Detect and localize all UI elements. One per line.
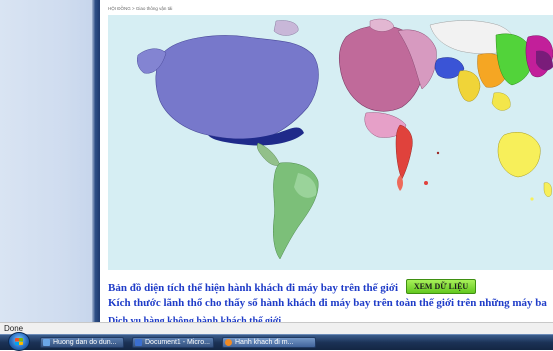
windows-taskbar: Huong dan do dun... Document1 - Micro...… — [0, 332, 553, 351]
content-area: HỘI ĐỒNG > Giao thông vận tải — [100, 0, 553, 322]
new-zealand — [543, 182, 552, 197]
cartogram-svg — [108, 15, 553, 270]
pacific-island — [530, 197, 534, 201]
breadcrumb[interactable]: HỘI ĐỒNG > Giao thông vận tải — [108, 6, 173, 11]
central-america — [256, 142, 281, 166]
left-divider — [92, 0, 100, 322]
europe-east — [397, 29, 437, 90]
firefox-icon — [225, 339, 232, 346]
taskbar-item-label: Document1 - Micro... — [145, 339, 210, 346]
world-cartogram-map — [108, 15, 553, 270]
status-text: Done — [4, 324, 24, 333]
map-caption-description: Kích thước lãnh thổ cho thấy số hành khá… — [108, 297, 547, 309]
north-america — [155, 35, 319, 140]
alaska — [137, 48, 167, 74]
greenland — [273, 20, 299, 36]
central-asia — [434, 57, 465, 79]
map-caption-title: Bản đồ diện tích thể hiện hành khách đi … — [108, 282, 399, 294]
taskbar-item-browser[interactable]: Huong dan do dun... — [40, 337, 124, 348]
start-button[interactable] — [8, 332, 30, 351]
africa-south-tip — [397, 175, 403, 191]
australia — [497, 132, 541, 178]
taskbar-item-label: Huong dan do dun... — [53, 339, 117, 346]
africa-island — [424, 181, 428, 185]
indonesia — [491, 92, 511, 111]
browser-status-bar: Done — [0, 322, 553, 334]
map-caption-cut-off: Dịch vụ hàng không hành khách thế giới — [108, 316, 282, 322]
word-document-icon — [135, 339, 142, 346]
browser-window-icon — [43, 339, 50, 346]
scandinavia — [369, 18, 395, 32]
taskbar-item-label: Hanh khach đi m... — [235, 339, 294, 346]
left-panel — [0, 0, 92, 322]
view-data-button[interactable]: XEM DỮ LIỆU — [406, 279, 476, 294]
china — [495, 33, 533, 86]
india — [457, 70, 481, 102]
africa-island-small — [436, 151, 440, 155]
europe — [338, 25, 425, 112]
taskbar-item-word[interactable]: Document1 - Micro... — [132, 337, 214, 348]
south-america-brazil — [294, 173, 317, 198]
north-america-dark-coast — [208, 127, 304, 146]
taskbar-item-firefox[interactable]: Hanh khach đi m... — [222, 337, 316, 348]
japan-dark — [536, 50, 553, 71]
